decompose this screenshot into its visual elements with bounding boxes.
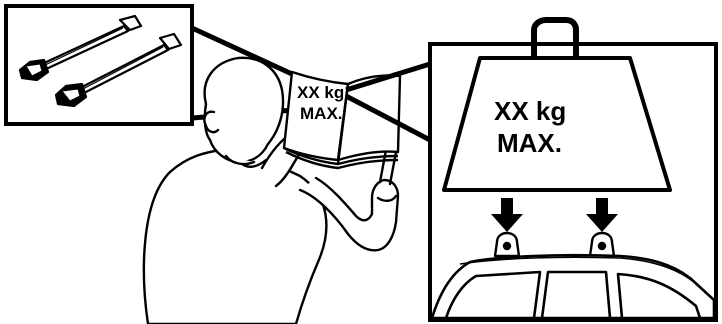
weight-label-line2: MAX. <box>497 128 562 158</box>
book-label-line1: XX kg <box>297 83 344 102</box>
book-label-line2: MAX. <box>300 104 343 123</box>
load-inset <box>430 20 716 320</box>
weight-label-line1: XX kg <box>494 96 566 126</box>
roof-bars-inset <box>6 6 192 124</box>
